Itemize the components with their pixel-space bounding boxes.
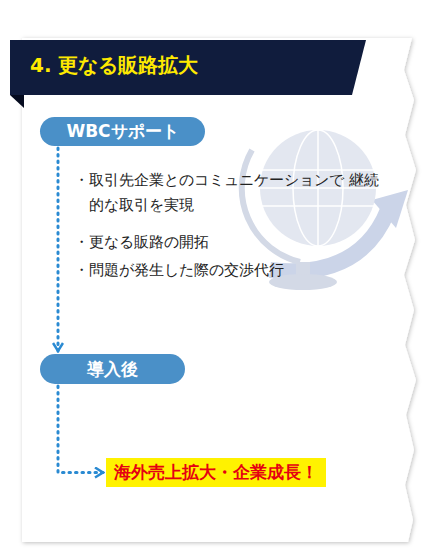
highlight-box: 海外売上拡大・企業成長！	[106, 458, 326, 487]
bullet-text: ・問題が発生した際の交渉代行	[74, 258, 379, 283]
node-text: 導入後	[87, 358, 138, 381]
banner-fold	[10, 95, 24, 108]
node-text: 海外売上拡大・企業成長！	[114, 462, 318, 482]
support-pill: WBCサポート	[40, 117, 205, 146]
title-text: 4. 更なる販路拡大	[30, 52, 198, 79]
card	[22, 38, 416, 542]
result-pill: 導入後	[40, 354, 185, 384]
node-text: WBCサポート	[66, 120, 178, 143]
bullet-text: ・更なる販路の開拓	[74, 230, 379, 255]
bullet-text: ・取引先企業とのコミュニケーションで 継続的な取引を実現	[74, 168, 379, 218]
dotted-connector	[57, 148, 60, 351]
dotted-connector	[58, 386, 103, 473]
title-banner	[10, 40, 366, 95]
